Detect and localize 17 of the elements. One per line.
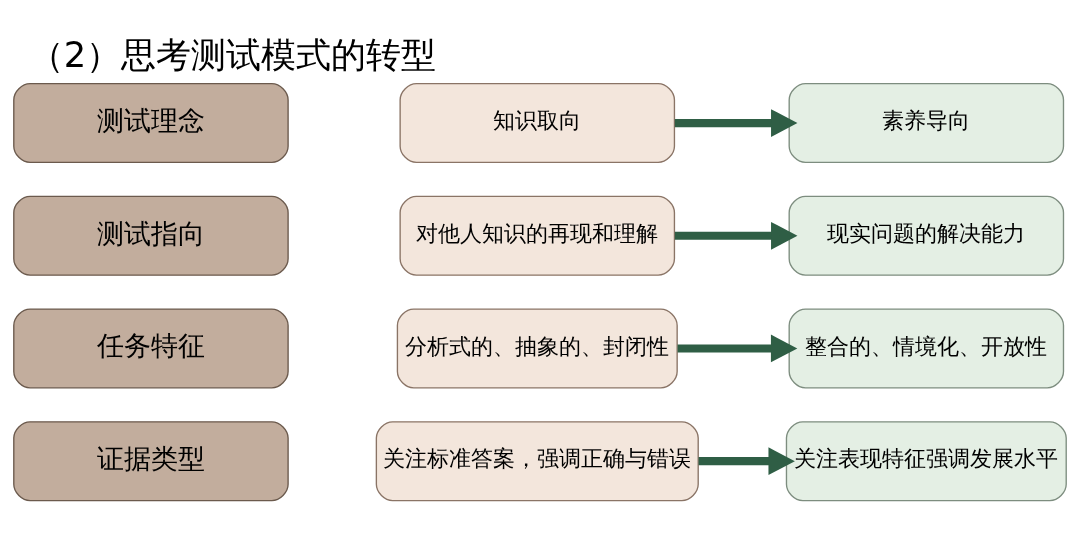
arrow — [674, 108, 798, 137]
node-box: 对他人知识的再现和理解 — [399, 195, 676, 276]
node-box: 知识取向 — [399, 82, 676, 163]
node-box: 整合的、情境化、开放性 — [788, 307, 1065, 389]
node-box: 证据类型 — [13, 420, 289, 501]
arrow — [698, 446, 795, 475]
diagram-title: （2）思考测试模式的转型 — [28, 33, 437, 75]
node-box: 现实问题的解决能力 — [788, 195, 1065, 276]
node-box: 素养导向 — [788, 82, 1065, 163]
arrow — [677, 334, 798, 362]
arrow — [674, 221, 798, 250]
node-box: 关注表现特征强调发展水平 — [785, 420, 1067, 501]
node-box: 关注标准答案，强调正确与错误 — [375, 420, 699, 501]
node-box: 测试指向 — [13, 195, 289, 276]
node-box: 测试理念 — [13, 82, 289, 163]
node-box: 分析式的、抽象的、封闭性 — [396, 307, 678, 389]
node-box: 任务特征 — [13, 307, 289, 389]
